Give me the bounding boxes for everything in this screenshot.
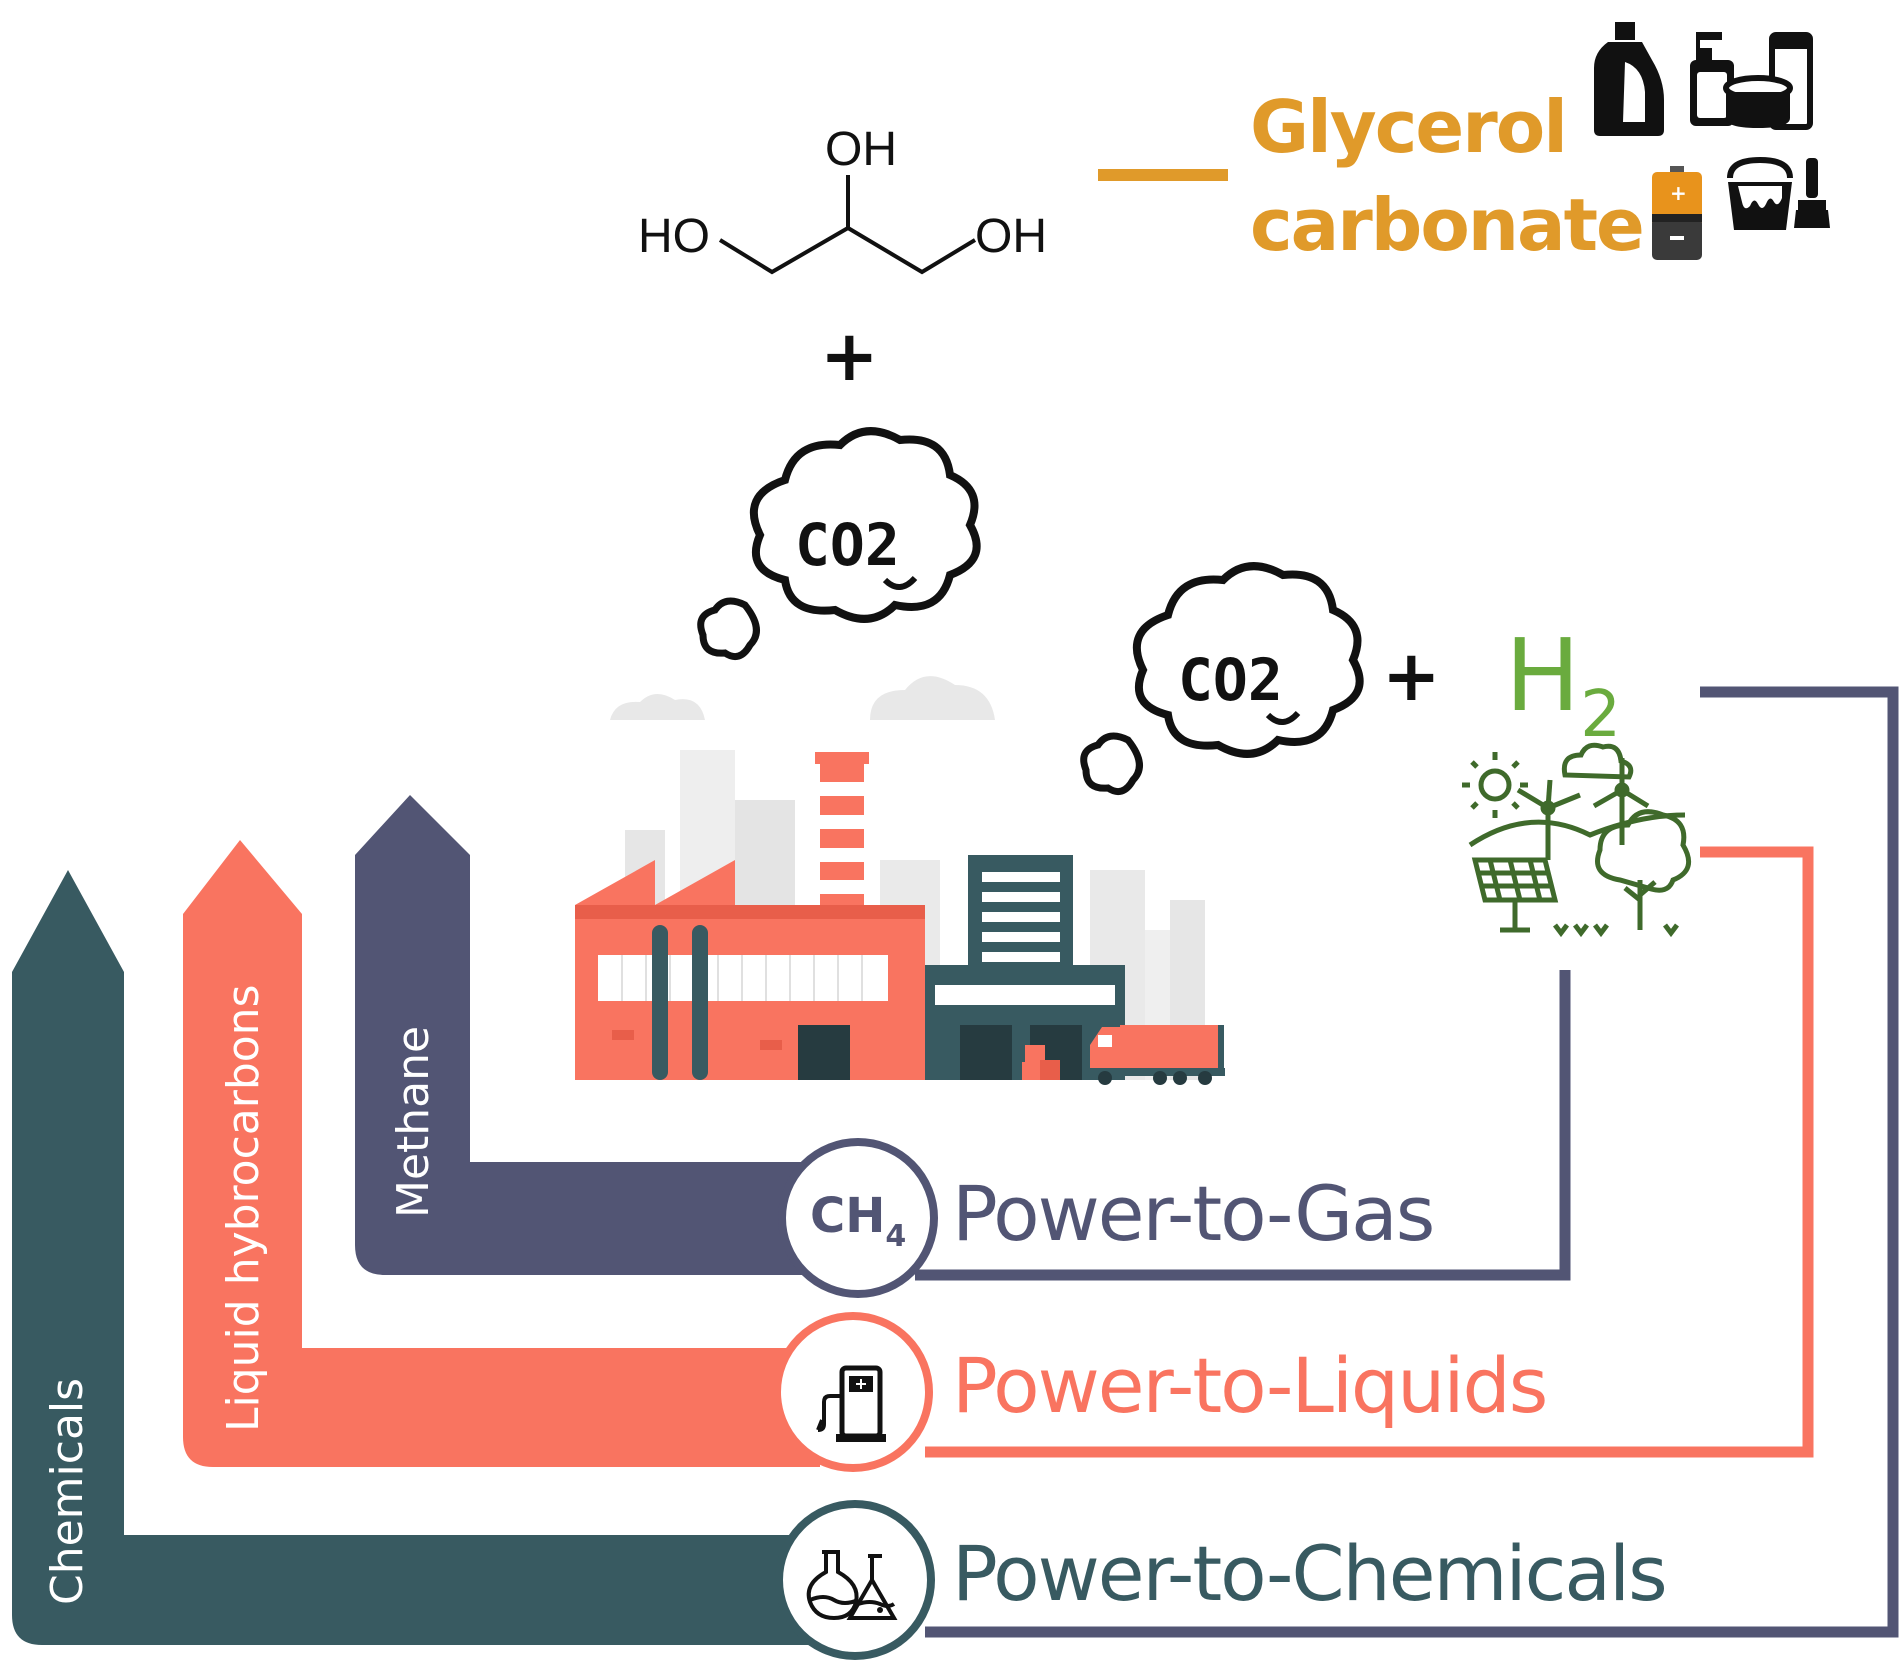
svg-text:CH4: CH4: [810, 1188, 906, 1254]
liquid-hydrocarbons-arrow: [183, 840, 820, 1467]
liquids-return-line: [925, 846, 1814, 1458]
fuel-pump-icon: [773, 1312, 933, 1472]
wind-turbine-icon: [1516, 758, 1650, 860]
co2-label-upper: CO2: [795, 511, 900, 579]
svg-text:+: +: [1670, 181, 1687, 205]
tree-icon: [1595, 809, 1692, 930]
detergent-bottle-icon: [1594, 22, 1664, 136]
methane-arrow: [355, 795, 820, 1275]
battery-icon: +: [1652, 166, 1702, 260]
co2-label-lower: CO2: [1178, 646, 1283, 714]
glycerol-structure: OH HO OH: [638, 123, 1047, 275]
flasks-icon: [775, 1500, 935, 1660]
ch4-subscript: 4: [885, 1219, 906, 1254]
pathway-label-gas: Power-to-Gas: [952, 1169, 1433, 1258]
renewables-icon: [1462, 742, 1692, 938]
product-name-line2: carbonate: [1250, 183, 1643, 267]
ho-left-label: HO: [638, 210, 710, 263]
hydrogen-symbol: H2: [1505, 617, 1621, 752]
plus-sign-top: +: [820, 315, 879, 397]
sun-icon: [1462, 752, 1528, 818]
factory-illustration: [575, 676, 1225, 1085]
oh-right-label: OH: [975, 210, 1047, 263]
chemicals-return-line: [925, 686, 1899, 1638]
cloud-icon: [1561, 742, 1634, 780]
gas-return-line: [915, 970, 1571, 1281]
co2-cloud-lower: CO2: [1080, 562, 1364, 796]
chemicals-arrow-label: Chemicals: [42, 1378, 93, 1605]
solar-panel-icon: [1471, 857, 1559, 933]
pathway-label-liquids: Power-to-Liquids: [952, 1341, 1546, 1430]
product-name-line1: Glycerol: [1250, 85, 1566, 169]
paint-bucket-icon: [1727, 156, 1830, 230]
plus-sign-h2: +: [1382, 635, 1441, 717]
cosmetics-icon: [1690, 32, 1813, 130]
pathway-label-chemicals: Power-to-Chemicals: [952, 1529, 1666, 1618]
ch4-badge-icon: CH4: [778, 1138, 938, 1298]
co2-cloud-upper: CO2: [697, 427, 981, 661]
chemicals-arrow: [12, 870, 820, 1645]
oh-top-label: OH: [825, 123, 897, 176]
liquid-hydrocarbons-arrow-label: Liquid hybrocarbons: [218, 985, 269, 1433]
ch4-symbol: CH: [810, 1188, 885, 1244]
methane-arrow-label: Methane: [388, 1026, 439, 1218]
